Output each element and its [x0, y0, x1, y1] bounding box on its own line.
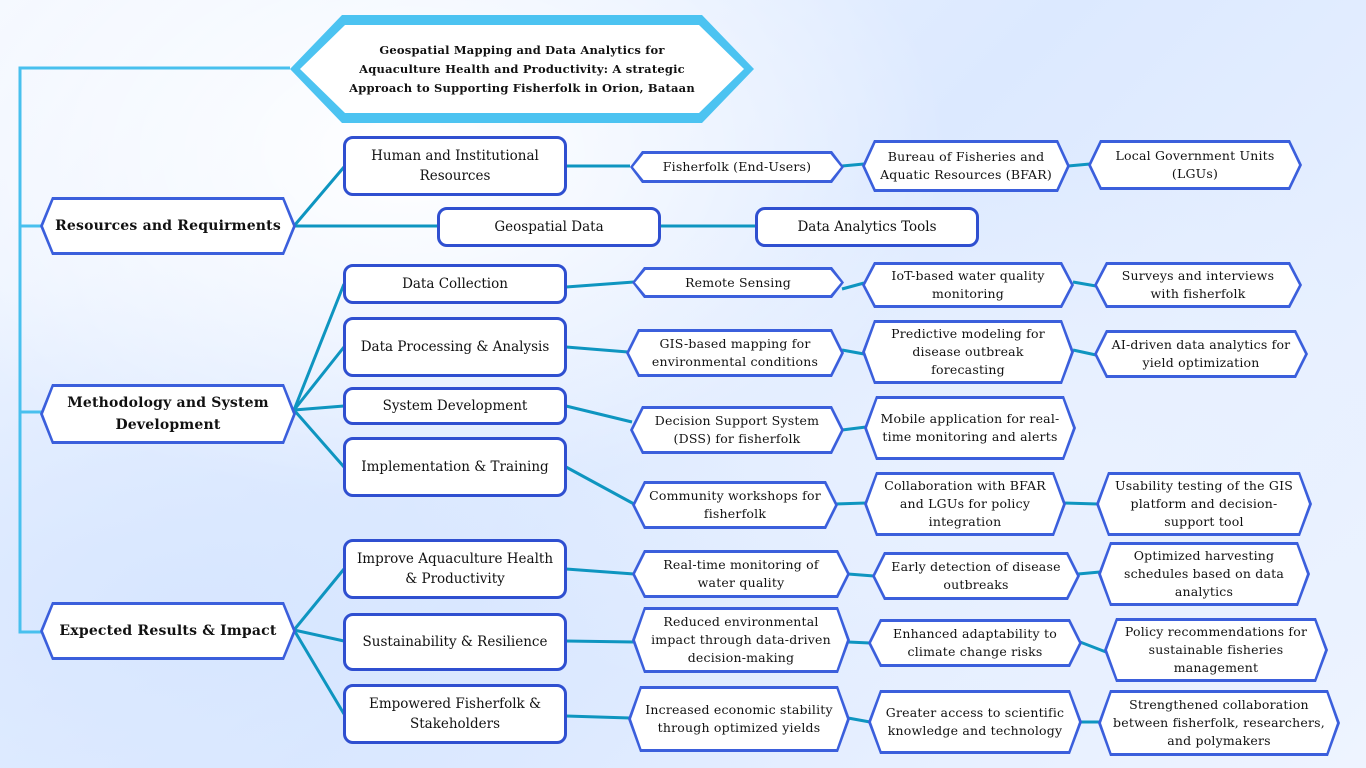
item-optimized-harvest: Optimized harvesting schedules based on … [1098, 542, 1310, 606]
item-community-workshops: Community workshops for fisherfolk [632, 481, 838, 529]
item-collaboration-bfar-lgu: Collaboration with BFAR and LGUs for pol… [864, 472, 1066, 536]
data-analytics-tools: Data Analytics Tools [755, 207, 979, 247]
data-collection: Data Collection [343, 264, 567, 304]
section-resources: Resources and Requirments [40, 197, 296, 255]
improve-aquaculture: Improve Aquaculture Health & Productivit… [343, 539, 567, 599]
item-policy-recommendations: Policy recommendations for sustainable f… [1104, 618, 1328, 682]
item-bfar: Bureau of Fisheries and Aquatic Resource… [862, 140, 1070, 192]
item-reduced-impact: Reduced environmental impact through dat… [632, 607, 850, 673]
item-lgus: Local Government Units (LGUs) [1088, 140, 1302, 190]
item-real-time-water: Real-time monitoring of water quality [632, 550, 850, 598]
section-results: Expected Results & Impact [40, 602, 296, 660]
item-ai-analytics: AI-driven data analytics for yield optim… [1094, 330, 1308, 378]
item-gis-mapping: GIS-based mapping for environmental cond… [626, 329, 844, 377]
geospatial-data: Geospatial Data [437, 207, 661, 247]
human-institutional-resources: Human and Institutional Resources [343, 136, 567, 196]
item-predictive-modeling: Predictive modeling for disease outbreak… [862, 320, 1074, 384]
item-mobile-app: Mobile application for real-time monitor… [864, 396, 1076, 460]
item-dss: Decision Support System (DSS) for fisher… [630, 406, 844, 454]
item-economic-stability: Increased economic stability through opt… [628, 686, 850, 752]
empowered-fisherfolk: Empowered Fisherfolk & Stakeholders [343, 684, 567, 744]
item-surveys-interviews: Surveys and interviews with fisherfolk [1094, 262, 1302, 308]
item-remote-sensing: Remote Sensing [632, 267, 844, 298]
diagram-title: Geospatial Mapping and Data Analytics fo… [290, 15, 754, 123]
implementation-training: Implementation & Training [343, 437, 567, 497]
section-methodology: Methodology and System Development [40, 384, 296, 444]
item-adaptability: Enhanced adaptability to climate change … [868, 619, 1082, 667]
item-iot-monitoring: IoT-based water quality monitoring [862, 262, 1074, 308]
item-early-detection: Early detection of disease outbreaks [872, 552, 1080, 600]
item-usability-testing: Usability testing of the GIS platform an… [1096, 472, 1312, 536]
item-fisherfolk-end-users: Fisherfolk (End-Users) [630, 151, 844, 183]
system-development: System Development [343, 387, 567, 425]
item-strengthened-collaboration: Strengthened collaboration between fishe… [1098, 690, 1340, 756]
data-processing-analysis: Data Processing & Analysis [343, 317, 567, 377]
sustainability-resilience: Sustainability & Resilience [343, 613, 567, 671]
item-scientific-access: Greater access to scientific knowledge a… [868, 690, 1082, 754]
